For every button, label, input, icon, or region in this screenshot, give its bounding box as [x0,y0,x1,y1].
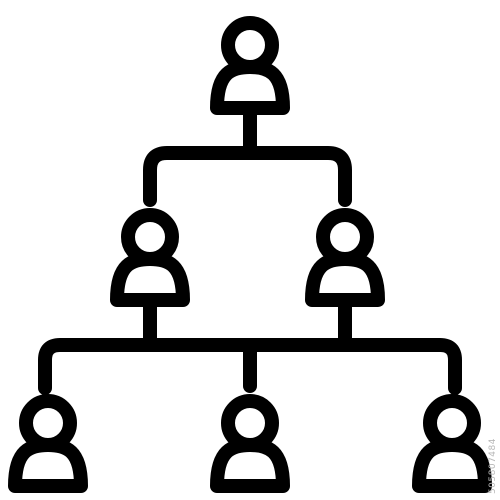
person-bottom-left-icon [8,394,88,493]
person-head [316,208,374,266]
person-head [221,16,279,74]
connector-lines [38,101,462,395]
connector-level1-bracket [143,146,352,207]
people-nodes [8,16,492,493]
person-top-icon [210,16,290,115]
person-head [221,394,279,452]
stock-watermark-id: 505807484 [488,437,498,494]
person-bottom-right-icon [412,394,492,493]
person-head [19,394,77,452]
person-head [423,394,481,452]
person-middle-left-icon [110,208,190,307]
person-bottom-center-icon [210,394,290,493]
person-head [121,208,179,266]
person-middle-right-icon [305,208,385,307]
